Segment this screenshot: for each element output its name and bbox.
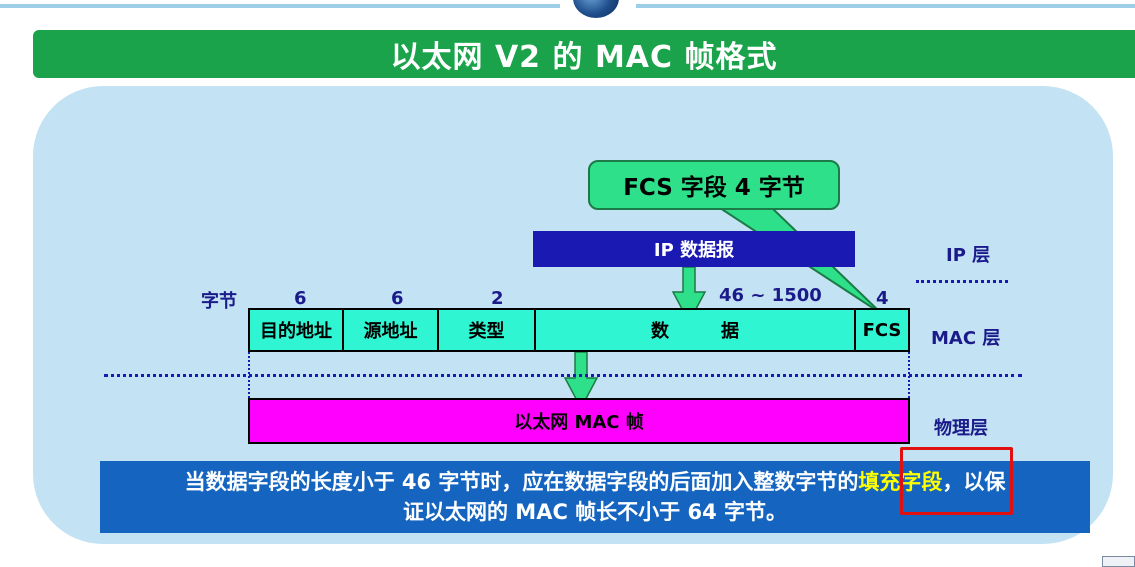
mac-to-eth-arrow <box>563 351 599 410</box>
type-field: 类型 <box>439 310 536 350</box>
src-address-field: 源地址 <box>344 310 439 350</box>
dst-size-label: 6 <box>294 288 307 309</box>
right-dotted-connector <box>908 352 910 398</box>
corner-nav-icon[interactable] <box>1102 556 1135 567</box>
ip-layer-dots <box>916 280 1008 283</box>
top-rule-right <box>636 4 1135 8</box>
physical-layer-label: 物理层 <box>934 418 988 439</box>
left-dotted-connector <box>248 352 250 398</box>
src-size-label: 6 <box>391 288 404 309</box>
data-size-label: 46 ~ 1500 <box>719 285 822 306</box>
fcs-text: FCS <box>862 319 902 341</box>
highlight-box <box>900 447 1013 515</box>
title-bar: 以太网 V2 的 MAC 帧格式 <box>33 30 1135 78</box>
page-title: 以太网 V2 的 MAC 帧格式 <box>390 40 778 75</box>
fcs-field: FCS <box>856 310 908 350</box>
fcs-callout: FCS 字段 4 字节 <box>588 160 840 210</box>
note-line-2: 证以太网的 MAC 帧长不小于 64 字节。 <box>402 500 788 524</box>
dst-address-field: 目的地址 <box>250 310 344 350</box>
ip-packet-bar: IP 数据报 <box>533 231 855 267</box>
ip-packet-label: IP 数据报 <box>653 240 735 261</box>
mac-layer-label: MAC 层 <box>931 328 1001 349</box>
fcs-callout-text: FCS 字段 4 字节 <box>623 175 805 201</box>
data-text-1: 数 <box>651 321 669 342</box>
globe-icon <box>573 0 619 18</box>
dst-address-text: 目的地址 <box>260 321 332 342</box>
data-field: 数 据 <box>536 310 856 350</box>
note-part1: 当数据字段的长度小于 46 字节时，应在数据字段的后面加入整数字节的 <box>184 470 859 494</box>
type-text: 类型 <box>468 321 505 342</box>
note-line-1: 当数据字段的长度小于 46 字节时，应在数据字段的后面加入整数字节的填充字段，以… <box>185 467 1006 497</box>
layer-divider <box>104 374 1022 377</box>
top-rule-left <box>0 4 560 8</box>
ip-to-data-arrow <box>671 266 707 324</box>
type-size-label: 2 <box>491 288 504 309</box>
mac-frame: 目的地址 源地址 类型 数 据 FCS <box>248 308 910 352</box>
data-text-2: 据 <box>721 321 739 342</box>
ip-layer-label: IP 层 <box>946 245 991 266</box>
byte-label: 字节 <box>201 291 237 312</box>
ethernet-frame-bar: 以太网 MAC 帧 <box>248 398 910 444</box>
src-address-text: 源地址 <box>363 321 418 342</box>
padding-note: 当数据字段的长度小于 46 字节时，应在数据字段的后面加入整数字节的填充字段，以… <box>100 461 1090 533</box>
fcs-size-label: 4 <box>876 288 889 309</box>
note-part2: ，以保 <box>942 470 1006 494</box>
ethernet-frame-label: 以太网 MAC 帧 <box>514 412 644 433</box>
